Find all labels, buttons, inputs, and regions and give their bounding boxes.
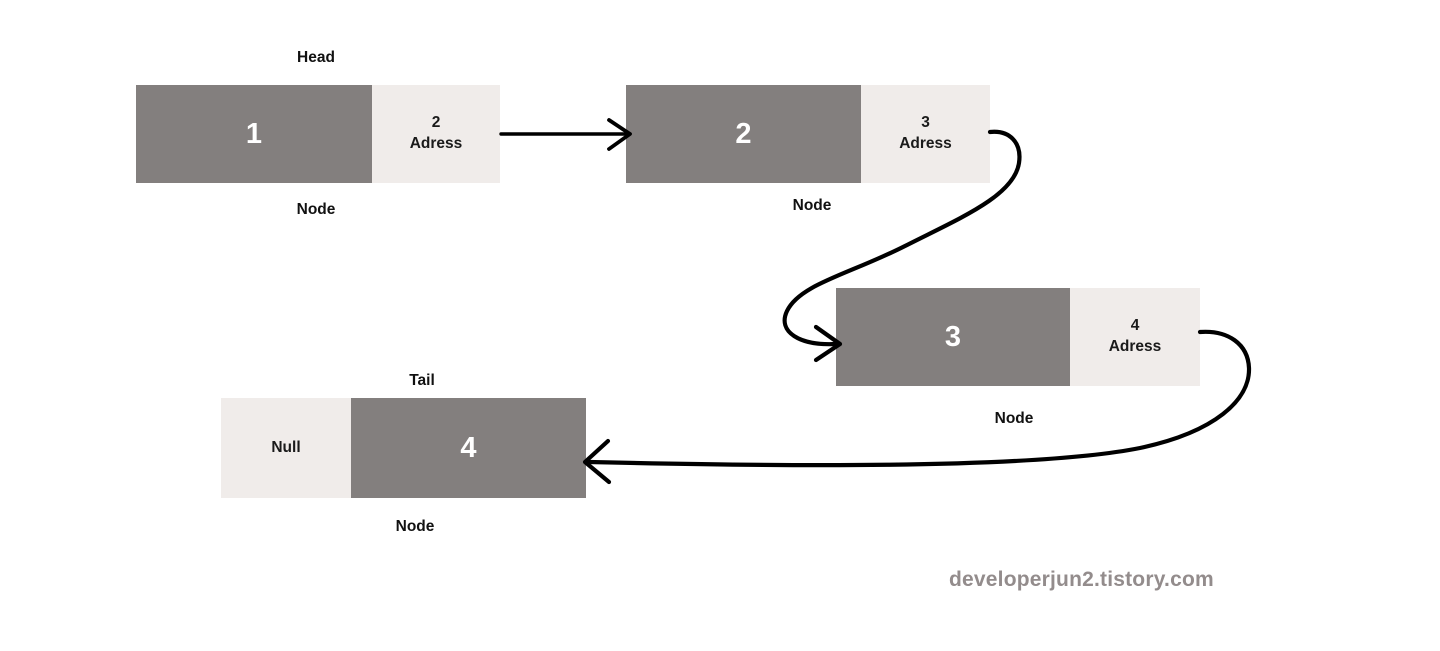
node-3-address-label: Adress — [1108, 338, 1162, 355]
node-1-data-cell: 1 — [136, 85, 372, 183]
node-1-head-label: Head — [297, 49, 335, 66]
node-2-data-cell: 2 — [626, 85, 861, 183]
site-watermark: developerjun2.tistory.com — [949, 568, 1214, 591]
node-2-address-cell: 3 Adress — [861, 85, 990, 183]
node-3-bottom-label: Node — [994, 410, 1034, 427]
node-1-address-label: Adress — [409, 135, 463, 152]
node-3: 3 4 Adress — [836, 288, 1200, 386]
node-1: 1 2 Adress — [136, 85, 500, 183]
node-2-bottom-label: Node — [792, 197, 832, 214]
node-4: Null 4 — [221, 398, 586, 498]
node-4-address-pointer: Null — [271, 438, 301, 456]
node-4-tail-label: Tail — [409, 372, 435, 389]
node-2-address-label: Adress — [899, 135, 952, 152]
node-4-bottom-label: Node — [395, 518, 435, 535]
node-3-address-cell: 4 Adress — [1070, 288, 1200, 386]
node-2-address-pointer: 3 — [921, 114, 930, 132]
node-3-address-pointer: 4 — [1130, 317, 1140, 335]
node-2: 2 3 Adress — [626, 85, 990, 183]
node-1-address-pointer: 2 — [431, 114, 441, 132]
node-4-data-cell: 4 — [351, 398, 586, 498]
arrow-node1-to-node2-icon — [499, 118, 632, 151]
node-1-bottom-label: Node — [296, 201, 336, 218]
node-3-data-cell: 3 — [836, 288, 1070, 386]
node-1-address-cell: 2 Adress — [372, 85, 500, 183]
node-4-address-cell: Null — [221, 398, 351, 498]
